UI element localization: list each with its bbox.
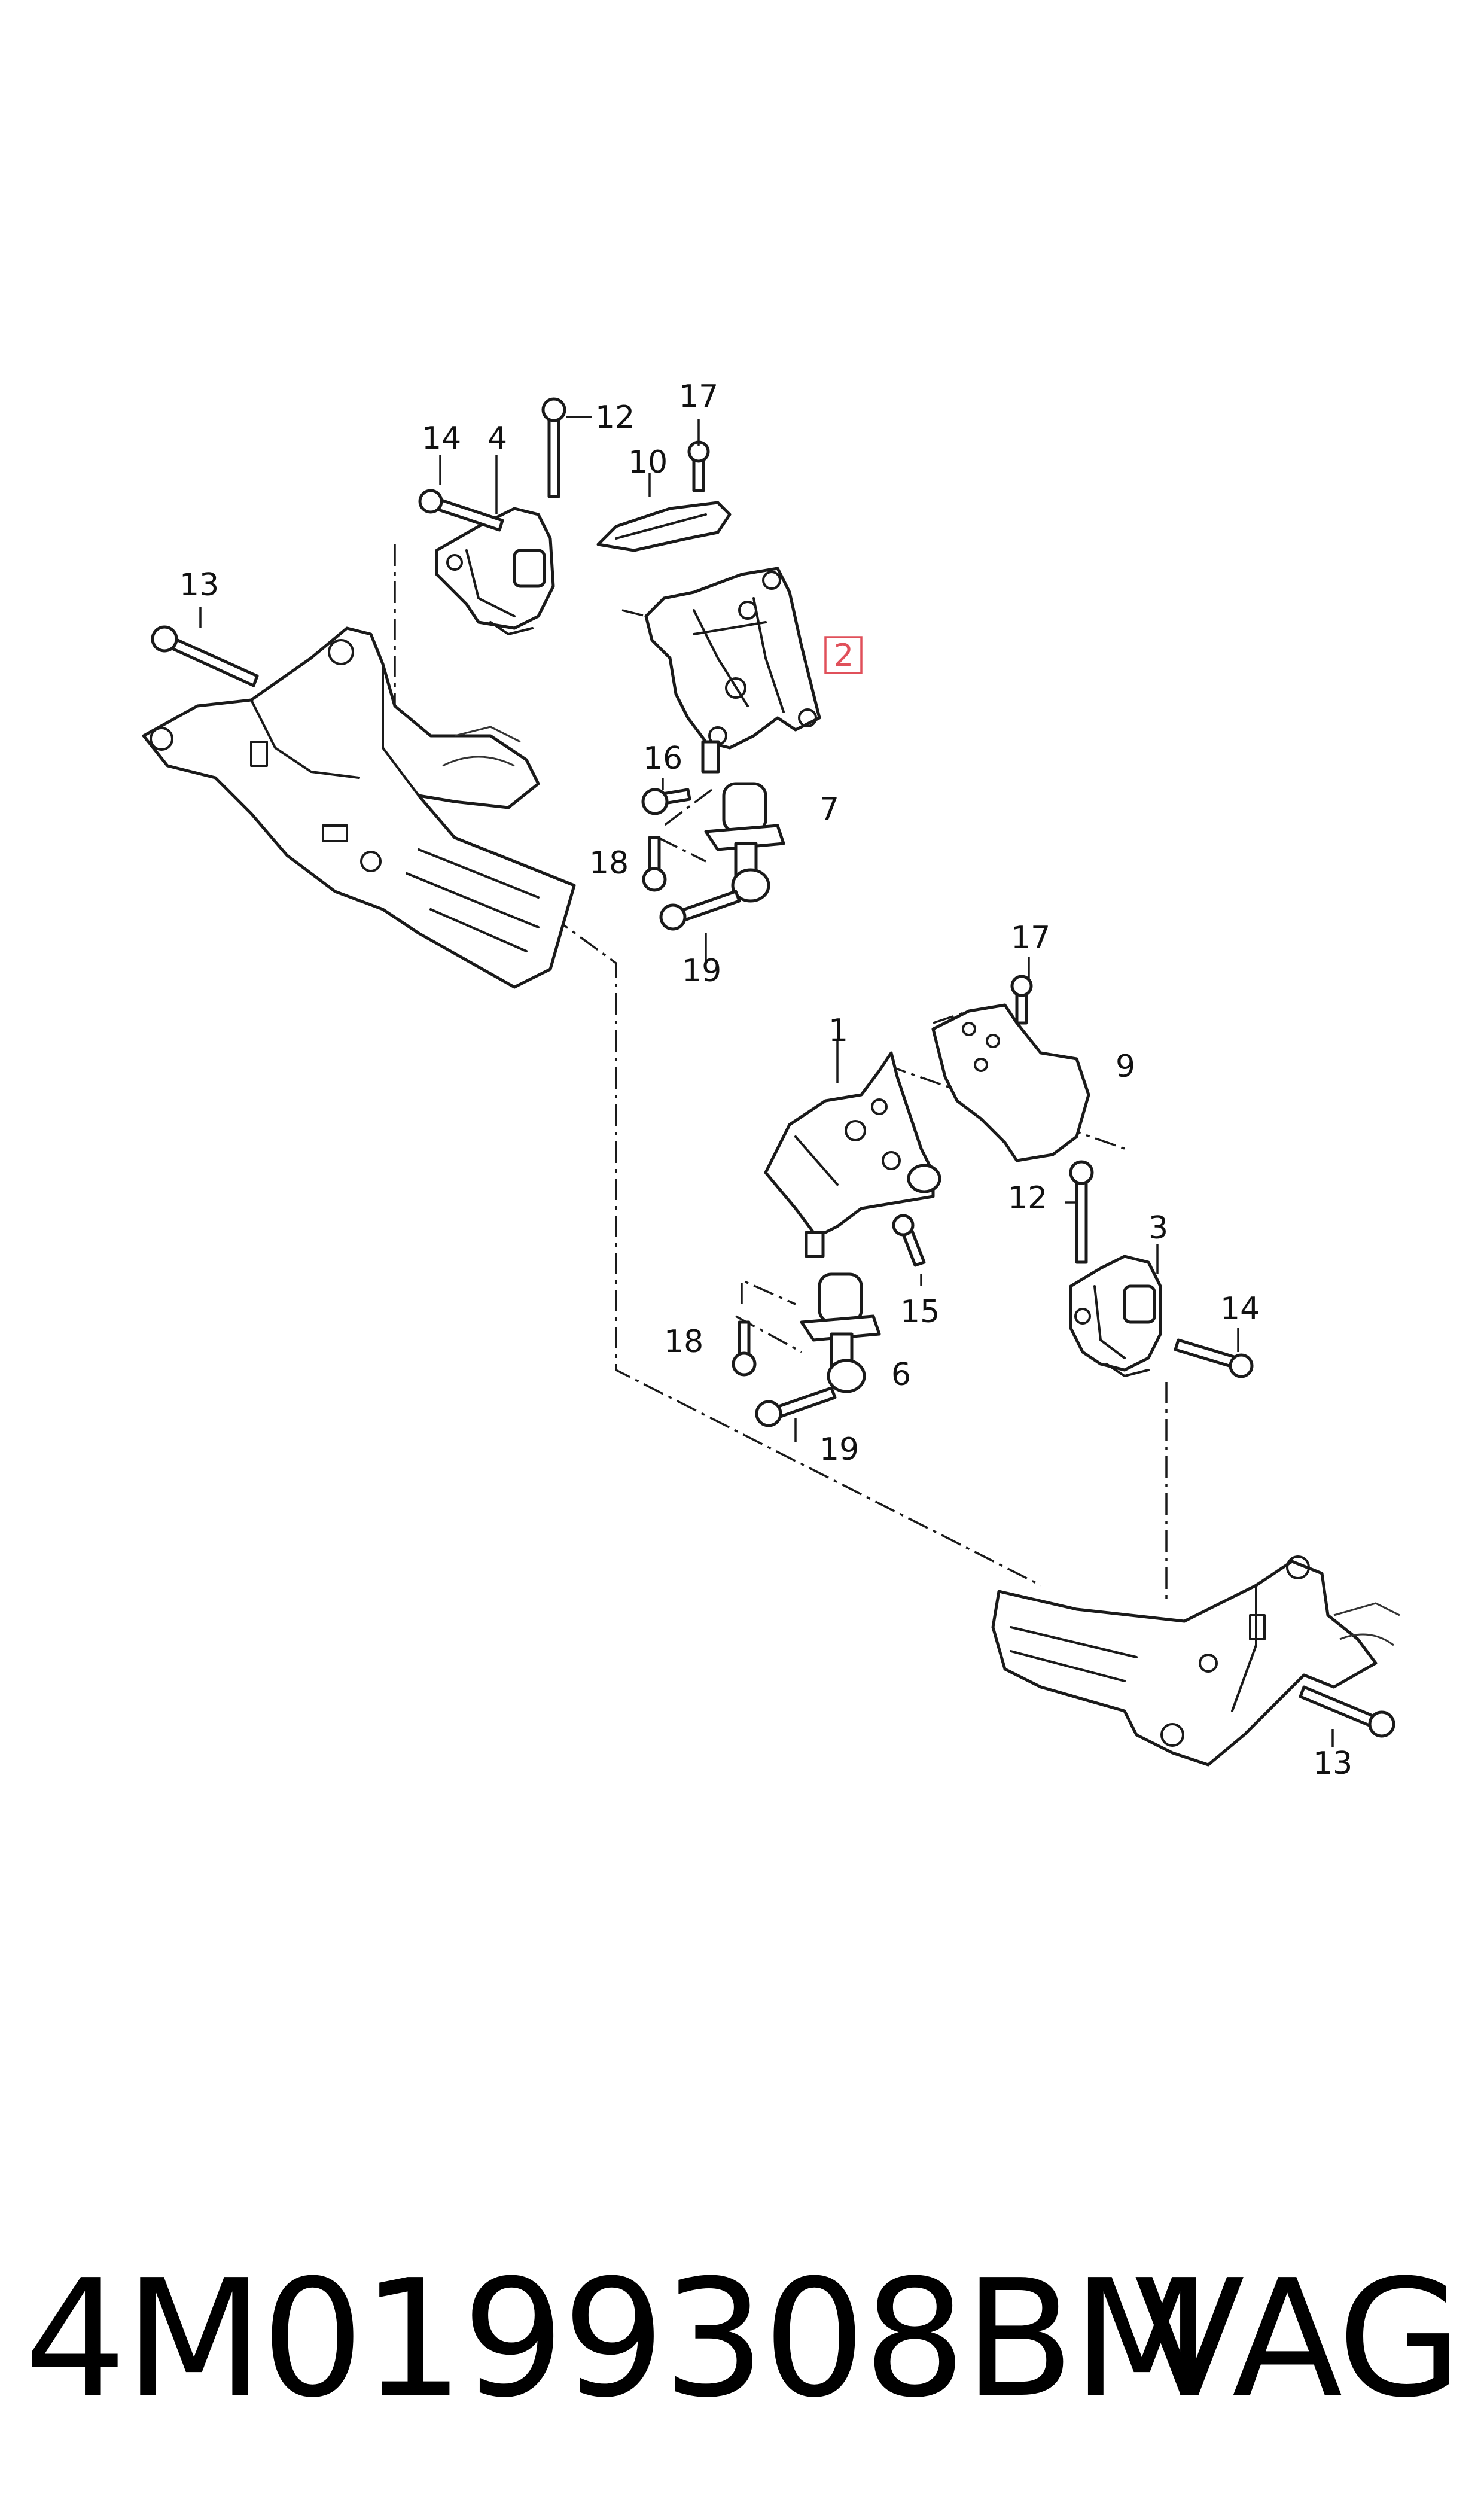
part-number: 4M0199308BM [24,2245,1211,2433]
callout-12-lower: 12 [1008,1180,1047,1216]
callout-14-upper: 14 [422,421,461,456]
callout-17-lower: 17 [1011,920,1050,956]
callout-19-upper: 19 [682,953,721,989]
callout-7: 7 [819,791,839,827]
part-2-engine-bracket [644,567,821,774]
callout-13-upper: 13 [179,567,219,603]
part-7-torque-damper [704,782,785,903]
part-3-engine-mount-right [1069,1255,1162,1377]
part-10-heat-shield [596,501,732,552]
callout-14-lower: 14 [1220,1291,1260,1327]
callout-19-lower: 19 [819,1432,859,1467]
callout-12-upper: 12 [595,400,635,436]
brand-name: VAG [1134,2245,1462,2433]
bolts [151,397,1395,1738]
callout-18-lower: 18 [664,1324,703,1360]
callout-17-upper: 17 [679,379,718,415]
callout-10: 10 [628,444,668,480]
callout-3: 3 [1148,1210,1168,1246]
callout-15: 15 [900,1294,940,1330]
highlight-box [824,636,863,674]
footer: 4M0199308BM VAG [0,2213,1484,2465]
callout-2: 2 [834,638,854,674]
callout-18-upper: 18 [589,845,629,881]
callout-9: 9 [1116,1049,1135,1085]
callout-4: 4 [487,421,507,456]
callout-1: 1 [828,1013,848,1049]
subframe-left [142,626,576,989]
callout-16: 16 [643,741,682,777]
part-9-heat-shield [931,1003,1090,1162]
part-4-engine-mount-left [435,507,555,635]
highlighted-part-callout[interactable]: 2 [824,636,863,674]
callout-labels: 1 3 4 6 7 9 10 12 12 13 13 14 14 15 16 1… [179,379,1352,1782]
part-1-transmission-bracket [764,1051,941,1258]
subframe-right [991,1555,1400,1767]
leader-lines [199,416,1334,1747]
callout-13-lower: 13 [1313,1746,1352,1782]
part-6-torque-damper [800,1272,881,1393]
callout-6: 6 [891,1357,911,1393]
